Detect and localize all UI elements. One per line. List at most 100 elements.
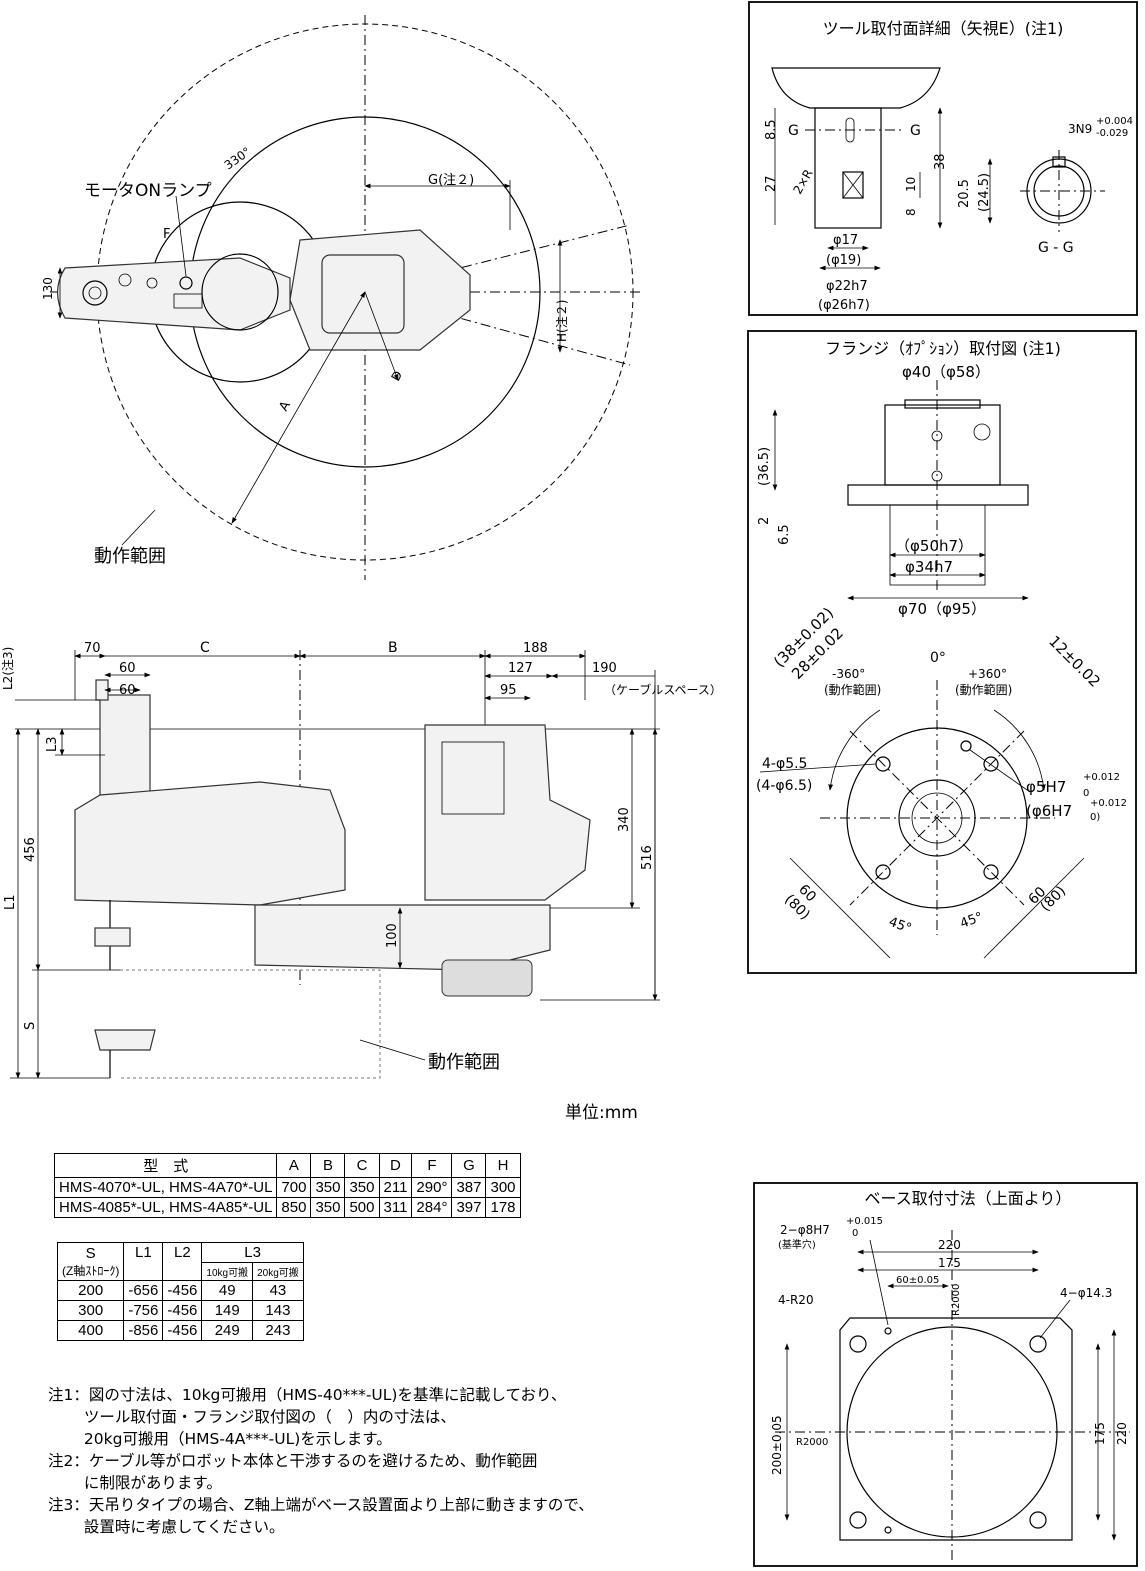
col-S-label: S <box>85 1244 96 1262</box>
cell: 350 <box>344 1177 380 1198</box>
dim-8-5: 8.5 <box>764 119 779 140</box>
dim-60-base: 60±0.05 <box>896 1275 939 1286</box>
cell: 243 <box>252 1320 304 1341</box>
tool-panel-title: ツール取付面詳細（矢視E）(注1) <box>823 19 1064 38</box>
dim-24-5: (24.5) <box>977 173 992 212</box>
cell: 311 <box>378 1197 413 1218</box>
dim-phi22: φ22h7 <box>826 279 868 294</box>
dim-B: B <box>388 640 398 656</box>
stroke-table-subheader: 10kg可搬 20kg可搬 <box>58 1262 304 1281</box>
pin-tol-up: +0.015 <box>846 1216 883 1227</box>
stroke-table: S(Z軸ｽﾄﾛｰｸ) L1 L2 L3 10kg可搬 20kg可搬 200 -6… <box>56 1242 304 1341</box>
col-H: H <box>485 1153 521 1178</box>
stroke-table-header: S(Z軸ｽﾄﾛｰｸ) L1 L2 L3 <box>56 1242 304 1281</box>
col-G: G <box>451 1153 487 1178</box>
dim-F-label: F <box>163 227 170 242</box>
pin-ref-label: (基準穴) <box>778 1238 816 1251</box>
dim-phi40: φ40（φ58） <box>902 363 990 381</box>
cell: 700 <box>276 1177 312 1198</box>
dim-175-v: 175 <box>1093 1422 1107 1445</box>
cell: 43 <box>252 1280 304 1301</box>
dim-3n9: 3N9 <box>1068 122 1092 136</box>
col-A: A <box>276 1153 312 1178</box>
cell: HMS-4070*-UL, HMS-4A70*-UL <box>53 1177 278 1198</box>
angle-45-left: 45° <box>887 915 914 937</box>
dim-200: 200±0.05 <box>770 1415 784 1475</box>
notes: 注1：図の寸法は、10kg可搬用（HMS-40***-UL)を基準に記載しており… <box>48 1384 728 1538</box>
cell: 284° <box>411 1197 453 1218</box>
angle-45-right: 45° <box>958 910 985 932</box>
dim-8: 8 <box>904 208 918 216</box>
section-G-left: G <box>788 123 799 139</box>
dim-C: C <box>200 640 210 656</box>
note-line: 注2：ケーブル等がロボット本体と干渉するのを避けるため、動作範囲 <box>48 1452 538 1470</box>
dim-127: 127 <box>508 661 533 676</box>
dim-516: 516 <box>640 845 655 870</box>
radius-2000-a: R2000 <box>951 1284 962 1316</box>
cell: 300 <box>56 1300 125 1321</box>
base-panel: ベース取付寸法（上面より） 2−φ8H7 +0.015 0 (基準穴) 220 … <box>753 1182 1138 1567</box>
angle-0: 0° <box>930 650 946 666</box>
flange-panel-title: フランジ（ｵﾌﾟｼｮﾝ）取付図 (注1) <box>825 339 1061 358</box>
dim-L2: L2(注3) <box>0 647 15 690</box>
note-line: 設置時に考慮してください。 <box>48 1518 285 1536</box>
side-view: 70 C B 188 127 190 60 60 95 （ケーブルスペース） L… <box>0 640 722 1079</box>
col-S-sub: (Z軸ｽﾄﾛｰｸ) <box>62 1263 120 1278</box>
dim-38: 38 <box>933 153 948 170</box>
dim-L3: L3 <box>45 736 60 752</box>
cell: -456 <box>162 1300 203 1321</box>
angle-330-label: 330° <box>222 144 254 172</box>
col-model: 型 式 <box>53 1153 278 1178</box>
cell: 290° <box>411 1177 453 1198</box>
dim-D-label: D <box>388 368 405 383</box>
top-view: モータONランプ 330° F G(注２) H(注２) A D 130 動作範囲 <box>41 15 640 580</box>
flange-panel: フランジ（ｵﾌﾟｼｮﾝ）取付図 (注1) φ40（φ58） (36.5) 2 <box>747 330 1137 974</box>
dim-27: 27 <box>764 175 779 192</box>
dim-60b: 60 <box>119 683 136 698</box>
table-row: HMS-4070*-UL, HMS-4A70*-UL 700 350 350 2… <box>53 1177 521 1198</box>
cell: 350 <box>310 1197 346 1218</box>
dim-phi6: (φ6H7 <box>1026 802 1072 820</box>
cell: 397 <box>451 1197 487 1218</box>
dim-188: 188 <box>523 641 548 656</box>
col-10kg: 10kg可搬 <box>201 1262 254 1281</box>
holes-5-5: 4-φ5.5 <box>762 756 807 772</box>
table-row: 300 -756 -456 149 143 <box>56 1300 304 1321</box>
col-C: C <box>344 1153 380 1178</box>
dim-20-5: 20.5 <box>957 179 972 208</box>
col-S: S(Z軸ｽﾄﾛｰｸ) <box>56 1242 125 1281</box>
cell: 149 <box>201 1300 254 1321</box>
dim-36-5: (36.5) <box>757 447 772 486</box>
col-F: F <box>411 1153 453 1178</box>
corner-r20: 4-R20 <box>778 1293 814 1307</box>
cell: 350 <box>310 1177 346 1198</box>
base-outline <box>839 1317 1073 1541</box>
model-table-header: 型 式 A B C D F G H <box>53 1153 521 1178</box>
dim-175-h: 175 <box>938 1256 961 1270</box>
cell: -456 <box>162 1280 203 1301</box>
dim-S: S <box>23 1022 38 1030</box>
cable-space-label: （ケーブルスペース） <box>604 682 722 697</box>
col-L2: L2 <box>162 1242 203 1281</box>
note-line: ツール取付面・フランジ取付図の（ ）内の寸法は、 <box>48 1408 456 1426</box>
dim-80-right: (80) <box>1038 883 1070 915</box>
cell: 249 <box>201 1320 254 1341</box>
cell: -656 <box>123 1280 164 1301</box>
dim-phi5: φ5H7 <box>1026 778 1066 796</box>
cell: 143 <box>252 1300 304 1321</box>
pin-hole-label: 2−φ8H7 <box>780 1223 830 1237</box>
note-line: 20kg可搬用（HMS-4A***-UL)を示します。 <box>48 1430 392 1448</box>
robot-arm-side <box>74 781 346 906</box>
cell: 49 <box>201 1280 254 1301</box>
dim-phi50: （φ50h7） <box>895 537 973 555</box>
dim-H-label: H(注２) <box>554 300 569 342</box>
dim-190: 190 <box>592 661 617 676</box>
dim-phi17: φ17 <box>833 233 858 248</box>
note-line: 注3：天吊りタイプの場合、Z軸上端がベース設置面より上部に動きますので、 <box>48 1496 594 1514</box>
dim-130-label: 130 <box>41 277 55 300</box>
tol-6-dn: 0) <box>1090 812 1100 823</box>
cell: 300 <box>485 1177 521 1198</box>
angle-minus360: -360° <box>832 667 865 681</box>
cell: HMS-4085*-UL, HMS-4A85*-UL <box>53 1197 278 1218</box>
